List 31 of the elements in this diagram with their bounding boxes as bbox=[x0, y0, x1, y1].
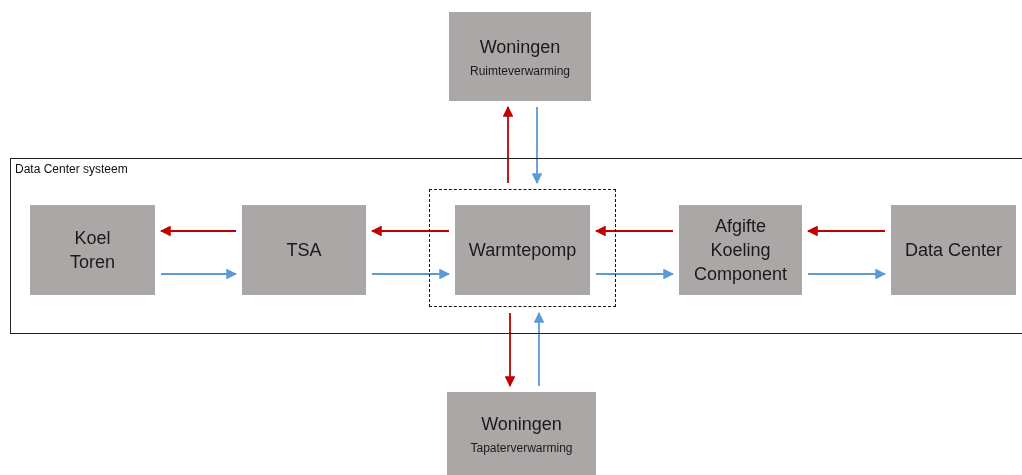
arrow bbox=[502, 105, 514, 184]
box-label: TSA bbox=[286, 239, 322, 262]
process-box bbox=[30, 205, 155, 295]
arrow bbox=[531, 106, 543, 185]
process-box bbox=[447, 392, 596, 475]
box-label: Data Center bbox=[904, 239, 1003, 262]
arrow bbox=[533, 311, 545, 387]
process-box bbox=[449, 12, 591, 101]
arrow bbox=[806, 225, 886, 237]
box-label: Afgifte Koeling Component bbox=[692, 215, 789, 286]
process-box bbox=[455, 205, 590, 295]
arrow bbox=[595, 268, 675, 280]
box-sublabel: Ruimteverwarming bbox=[470, 62, 570, 79]
system-boundary bbox=[10, 158, 1022, 334]
box-label: Woningen bbox=[479, 35, 561, 59]
box-label: Warmtepomp bbox=[468, 239, 577, 262]
box-label: Woningen bbox=[481, 412, 562, 436]
dashed-boundary bbox=[429, 189, 616, 307]
arrow bbox=[371, 268, 451, 280]
arrow bbox=[504, 312, 516, 388]
box-label: Koel Toren bbox=[69, 227, 116, 274]
arrow bbox=[594, 225, 674, 237]
process-box bbox=[891, 205, 1016, 295]
arrow bbox=[807, 268, 887, 280]
group-title: Data Center systeem bbox=[15, 162, 128, 176]
box-sublabel: Tapaterverwarming bbox=[470, 439, 573, 456]
process-box bbox=[242, 205, 366, 295]
arrow bbox=[160, 268, 238, 280]
arrow bbox=[159, 225, 237, 237]
arrow bbox=[370, 225, 450, 237]
process-box bbox=[679, 205, 802, 295]
